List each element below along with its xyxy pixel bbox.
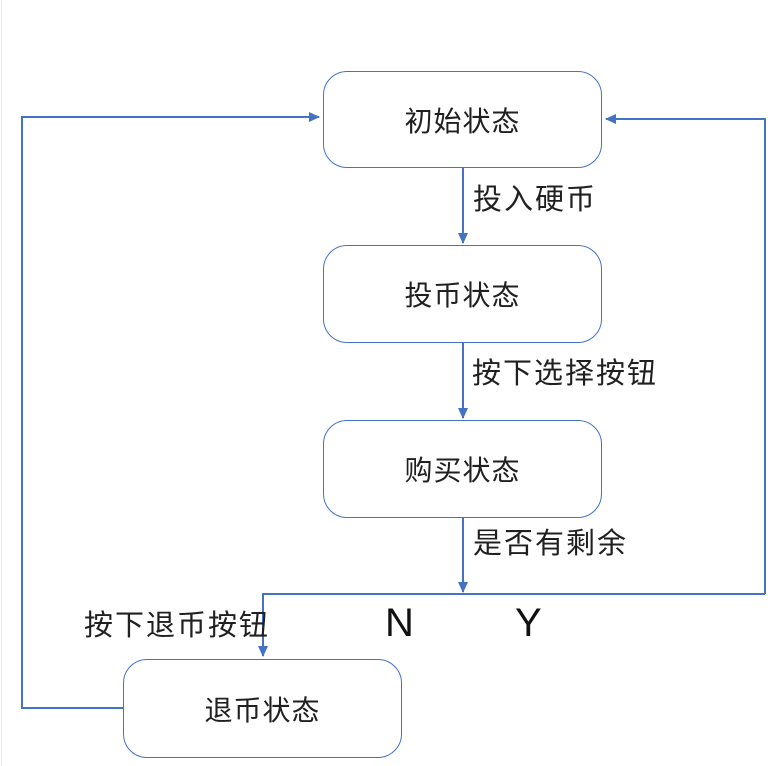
label-insert-coin: 投入硬币	[473, 184, 598, 216]
node-purchase-state: 购买状态	[323, 420, 602, 518]
edge-branch-n-to-refund	[258, 593, 765, 657]
label-branch-y: Y	[515, 601, 542, 645]
node-refund-state-label: 退币状态	[204, 694, 321, 726]
node-refund-state: 退币状态	[123, 659, 402, 758]
node-coin-inserted-state-label: 投币状态	[404, 280, 521, 311]
node-coin-inserted-state: 投币状态	[323, 245, 602, 343]
label-branch-n: N	[385, 601, 414, 645]
node-purchase-state-label: 购买状态	[404, 455, 521, 486]
node-initial-state-label: 初始状态	[404, 105, 521, 137]
label-press-refund-button: 按下退币按钮	[84, 610, 271, 642]
edge-refund-to-initial	[21, 112, 320, 709]
edge-branch-y-to-initial	[605, 114, 766, 594]
label-has-remainder: 是否有剩余	[473, 528, 629, 560]
node-initial-state: 初始状态	[323, 71, 602, 168]
label-press-select-button: 按下选择按钮	[472, 358, 659, 390]
canvas-left-edge	[1, 0, 2, 766]
